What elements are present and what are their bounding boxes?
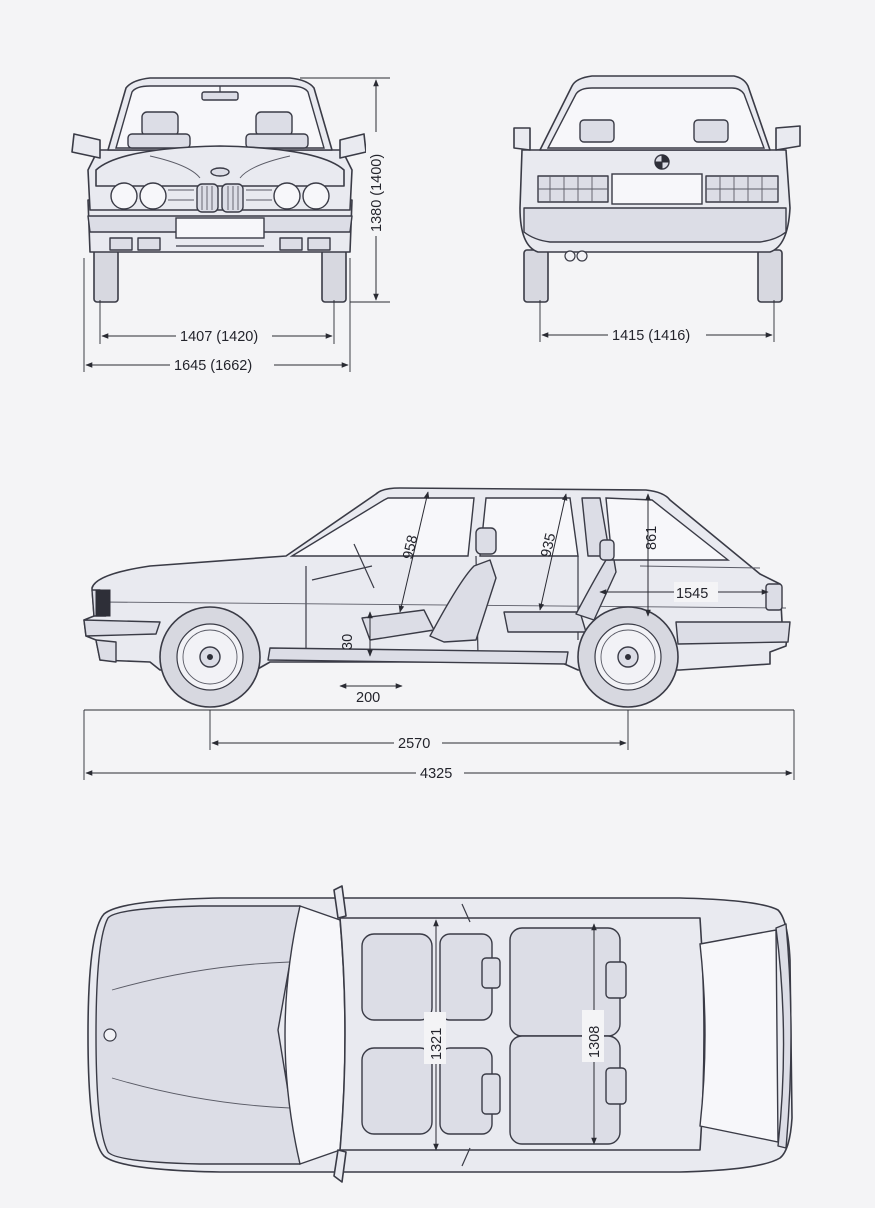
rear-view bbox=[513, 75, 801, 303]
cargo-height-label: 861 bbox=[644, 526, 660, 550]
front-wheel bbox=[159, 606, 261, 708]
front-track-label: 1407 (1420) bbox=[180, 329, 258, 345]
seat-height-label: 30 bbox=[340, 634, 356, 650]
front-headroom-label: 958 bbox=[400, 534, 421, 561]
overall-width-label: 1645 (1662) bbox=[174, 358, 252, 374]
side-view bbox=[83, 487, 791, 708]
overall-length-label: 4325 bbox=[420, 766, 452, 782]
cargo-length-label: 1545 bbox=[676, 586, 708, 602]
wheelbase-label: 2570 bbox=[398, 736, 430, 752]
front-shoulder-width-label: 1321 bbox=[429, 1028, 445, 1060]
front-view bbox=[71, 77, 367, 303]
front-height-label: 1380 (1400) bbox=[369, 154, 385, 232]
rear-headroom-label: 935 bbox=[538, 532, 559, 559]
rear-shoulder-width-label: 1308 bbox=[587, 1026, 603, 1058]
rear-wheel bbox=[577, 606, 679, 708]
rear-track-label: 1415 (1416) bbox=[612, 328, 690, 344]
seat-travel-label: 200 bbox=[356, 690, 380, 706]
